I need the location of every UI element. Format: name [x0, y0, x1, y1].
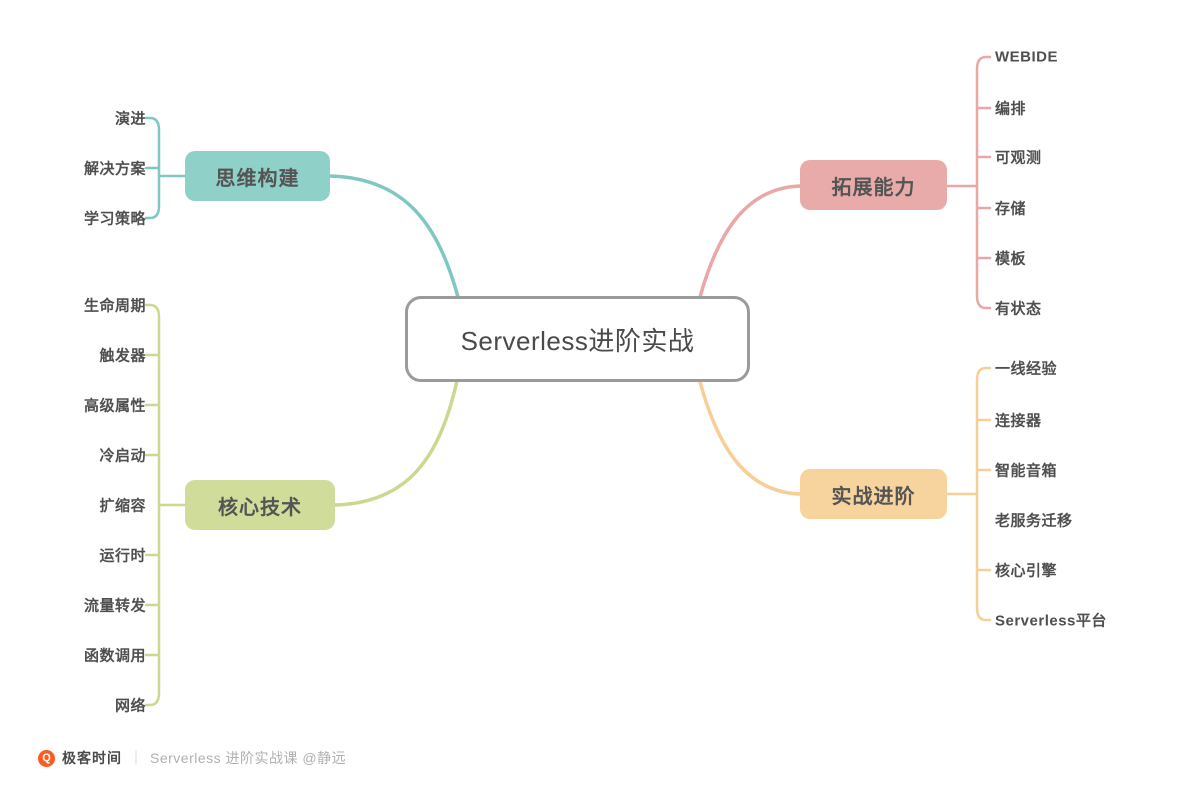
- subtopic-label[interactable]: 函数调用: [83, 647, 146, 665]
- geekbang-logo-icon: Q: [38, 749, 55, 767]
- central-topic[interactable]: Serverless进阶实战: [405, 296, 750, 382]
- subtopic-label[interactable]: 编排: [995, 100, 1027, 118]
- subtopic-label[interactable]: 解决方案: [83, 160, 146, 178]
- branch-thinking-wires: [144, 116, 460, 299]
- subtopic-label[interactable]: 一线经验: [995, 360, 1058, 378]
- branch-extend-wires: [698, 55, 992, 310]
- subtopic-label[interactable]: 扩缩容: [99, 497, 146, 515]
- branch-core-tech-wires: [144, 303, 459, 707]
- subtopic-label[interactable]: 存储: [995, 200, 1027, 218]
- subtopic-label[interactable]: 有状态: [995, 300, 1042, 318]
- footer-brand: 极客时间: [62, 750, 122, 766]
- main-curve: [698, 184, 802, 299]
- subtopic-label[interactable]: 演进: [114, 110, 146, 128]
- main-curve: [333, 379, 459, 507]
- subtopic-label[interactable]: Serverless平台: [995, 612, 1107, 630]
- main-curve: [328, 174, 460, 299]
- branch-practice-wires: [698, 366, 992, 622]
- bracket: [975, 366, 992, 622]
- footer: Q 极客时间 ｜ Serverless 进阶实战课 @静远: [38, 748, 346, 768]
- subtopic-label[interactable]: 智能音箱: [995, 462, 1058, 480]
- subtopic-label[interactable]: 流量转发: [83, 597, 146, 615]
- bracket: [975, 55, 992, 310]
- subtopic-label[interactable]: 模板: [995, 250, 1027, 268]
- subtopic-label[interactable]: 运行时: [99, 547, 146, 565]
- subtopic-label[interactable]: 高级属性: [83, 397, 146, 415]
- branch-node-practice[interactable]: 实战进阶: [800, 469, 947, 519]
- footer-caption: Serverless 进阶实战课 @静远: [150, 750, 347, 766]
- subtopic-label[interactable]: 触发器: [99, 347, 146, 365]
- branch-node-core-tech[interactable]: 核心技术: [185, 480, 335, 530]
- subtopic-label[interactable]: 生命周期: [83, 297, 146, 315]
- subtopic-label[interactable]: 可观测: [995, 149, 1042, 167]
- subtopic-label[interactable]: 冷启动: [99, 447, 146, 465]
- branch-node-extend[interactable]: 拓展能力: [800, 160, 947, 210]
- subtopic-label[interactable]: 连接器: [995, 412, 1042, 430]
- footer-separator: ｜: [129, 750, 143, 766]
- subtopic-label[interactable]: 核心引擎: [995, 562, 1058, 580]
- subtopic-label[interactable]: 网络: [114, 697, 146, 715]
- subtopic-label[interactable]: 老服务迁移: [995, 512, 1073, 530]
- subtopic-label[interactable]: 学习策略: [83, 210, 146, 228]
- subtopic-label[interactable]: WEBIDE: [995, 48, 1058, 66]
- main-curve: [698, 380, 802, 496]
- branch-node-thinking[interactable]: 思维构建: [185, 151, 330, 201]
- bracket: [144, 303, 161, 707]
